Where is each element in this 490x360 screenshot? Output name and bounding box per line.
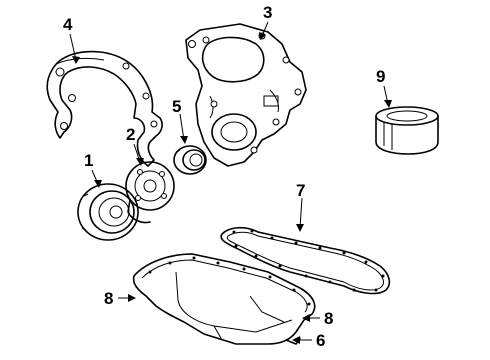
oil-filter xyxy=(375,106,439,155)
callout-9: 9 xyxy=(376,67,385,86)
callout-2: 2 xyxy=(126,125,135,144)
oil-pan xyxy=(132,253,316,345)
callout-labels: 4 3 9 5 2 1 7 8 8 6 xyxy=(63,3,385,350)
leader-lines xyxy=(69,21,392,344)
callout-4: 4 xyxy=(63,15,73,34)
callout-7: 7 xyxy=(296,181,305,200)
timing-cover xyxy=(185,23,307,167)
callout-8-left: 8 xyxy=(104,289,113,308)
oil-pan-gasket xyxy=(220,226,391,295)
callout-1: 1 xyxy=(84,151,93,170)
callout-6: 6 xyxy=(316,331,325,350)
crankshaft-sprocket xyxy=(125,161,175,224)
front-cover-gasket xyxy=(46,50,163,167)
callout-5: 5 xyxy=(172,97,181,116)
callout-3: 3 xyxy=(263,3,272,22)
callout-8-right: 8 xyxy=(324,309,333,328)
front-seal xyxy=(173,145,207,175)
crankshaft-pulley xyxy=(77,183,139,241)
